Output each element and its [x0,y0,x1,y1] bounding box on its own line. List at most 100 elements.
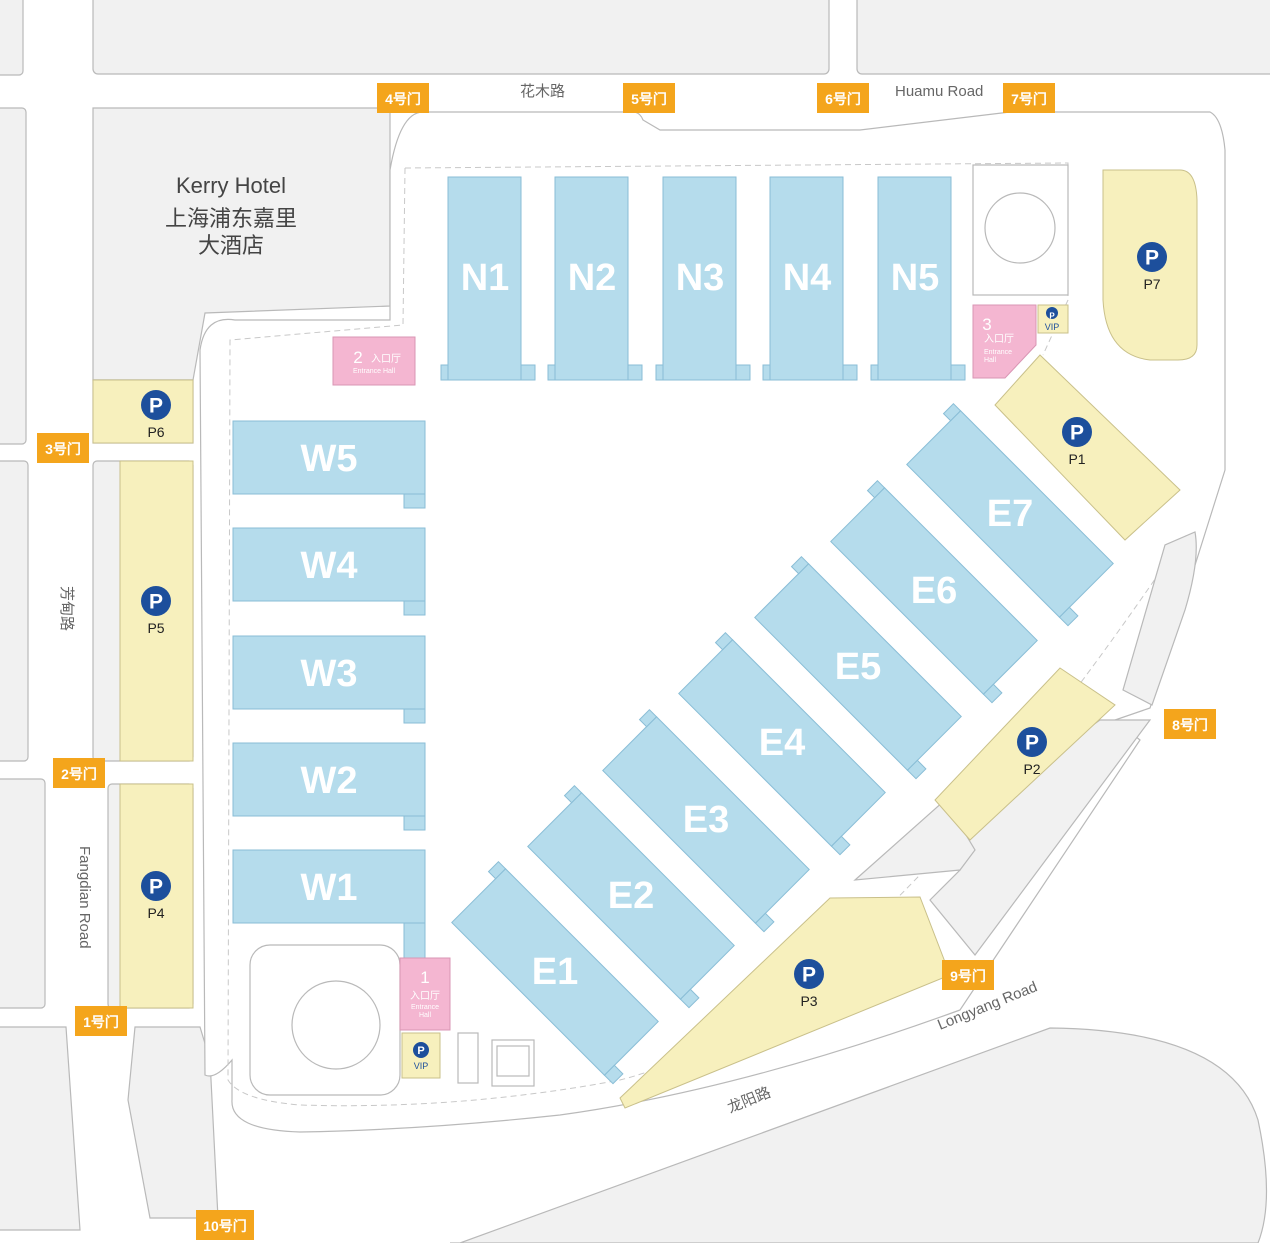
hall-e4[interactable]: E4 [672,631,894,856]
hall-label: N4 [783,257,832,299]
hall-e6[interactable]: E6 [824,479,1046,704]
parking-p3[interactable]: PP3 [794,959,824,1009]
gate-8[interactable]: 8号门 [1164,709,1216,739]
entrance-hall-3[interactable]: 3 入口厅 Entrance Hall [972,304,1037,379]
gate-badge [75,1006,127,1036]
hall-label: E2 [608,875,654,917]
gate-3[interactable]: 3号门 [37,433,89,463]
hall-annex [627,364,643,381]
road-fangdian-cn: 芳甸路 [58,586,75,631]
hall-shape [451,868,659,1076]
hall-w3[interactable]: W3 [232,635,426,724]
parking-icon [141,390,171,420]
hall-annex [762,364,771,381]
hall-shape [906,410,1114,618]
hall-shape [554,176,629,381]
hall-annex [603,1064,624,1085]
parking-p7[interactable]: PP7 [1137,242,1167,292]
parking-lot-p1 [994,354,1181,541]
road-huamu-cn: 花木路 [520,83,565,100]
roundabout-sw [291,980,381,1070]
hall-e5[interactable]: E5 [748,555,970,780]
hall-n3[interactable]: N3 [655,176,751,381]
hall-annex [547,364,556,381]
hall-label: N5 [891,257,940,299]
gate-7[interactable]: 7号门 [1003,83,1055,113]
hall-shape [232,420,426,495]
gate-2[interactable]: 2号门 [53,758,105,788]
parking-label: P1 [1068,451,1085,467]
hall-label: W3 [301,653,358,695]
vip-parking-south[interactable]: P VIP [401,1032,441,1079]
parking-icon [1137,242,1167,272]
gate-10[interactable]: 10号门 [196,1210,254,1240]
hall-annex [655,364,664,381]
hall-n4[interactable]: N4 [762,176,858,381]
entrance-2-label-cn: 入口厅 [371,354,401,365]
hall-w2[interactable]: W2 [232,742,426,831]
entrance-3-number: 3 [982,315,991,334]
hall-annex [870,364,879,381]
gate-9[interactable]: 9号门 [942,960,994,990]
gate-label: 4号门 [385,91,421,107]
road-longyang-cn: 龙阳路 [725,1084,773,1117]
hall-n5[interactable]: N5 [870,176,966,381]
hall-e3[interactable]: E3 [596,708,818,933]
hall-annex [440,364,449,381]
hall-shape [754,563,962,771]
hall-shape [662,176,737,381]
gate-1[interactable]: 1号门 [75,1006,127,1036]
hall-label: N1 [461,257,510,299]
hall-label: N2 [568,257,617,299]
gate-badge [377,83,429,113]
hall-e2[interactable]: E2 [521,784,743,1009]
north-halls: N1 N2 N3 N4 N5 [440,176,966,381]
hall-label: W4 [301,545,358,587]
gate-4[interactable]: 4号门 [377,83,429,113]
vip-parking-symbol: P [1049,312,1055,321]
parking-symbol: P [149,876,163,899]
gate-badge [1164,709,1216,739]
entrance-2-label-en: Entrance Hall [353,368,395,375]
parking-p5[interactable]: PP5 [141,586,171,636]
entrance-1-label-en-2: Hall [419,1012,432,1019]
hall-shape [830,487,1038,695]
gate-5[interactable]: 5号门 [623,83,675,113]
parking-icon [1062,417,1092,447]
hall-e7[interactable]: E7 [900,402,1122,627]
gate-label: 3号门 [45,441,81,457]
vip-parking-north[interactable]: P VIP [1037,304,1069,334]
gate-badge [623,83,675,113]
hall-w5[interactable]: W5 [232,420,426,509]
entrance-hall-1[interactable]: 1 入口厅 Entrance Hall [399,957,451,1031]
parking-p6[interactable]: PP6 [141,390,171,440]
hall-annex [842,364,858,381]
parking-p2[interactable]: PP2 [1017,727,1047,777]
parking-symbol: P [1070,422,1084,445]
parking-p1[interactable]: P P1 [1062,417,1092,467]
parking-p4[interactable]: PP4 [141,871,171,921]
hall-label: E5 [835,646,881,688]
parking-label: P7 [1143,276,1160,292]
entrance-hall-2[interactable]: 2 入口厅 Entrance Hall [332,336,416,386]
hall-shape [232,527,426,602]
gate-label: 8号门 [1172,717,1208,733]
hall-shape [877,176,952,381]
entrance-1-label-cn: 入口厅 [410,991,440,1002]
vip-label-north: VIP [1045,322,1060,332]
hall-w4[interactable]: W4 [232,527,426,616]
hall-label: W1 [301,867,358,909]
gates: 1号门 2号门 3号门 4号门 5号门 6号门 7号门 8号门 9号门 10号门 [37,83,1216,1240]
hall-shape [527,792,735,1000]
entrance-1-number: 1 [420,968,429,987]
hall-e1[interactable]: E1 [445,860,667,1085]
hall-annex [942,402,962,422]
kerry-hotel[interactable]: Kerry Hotel 上海浦东嘉里 大酒店 [165,173,297,258]
hall-n1[interactable]: N1 [440,176,536,381]
hall-n2[interactable]: N2 [547,176,643,381]
gate-6[interactable]: 6号门 [817,83,869,113]
gate-label: 1号门 [83,1014,119,1030]
